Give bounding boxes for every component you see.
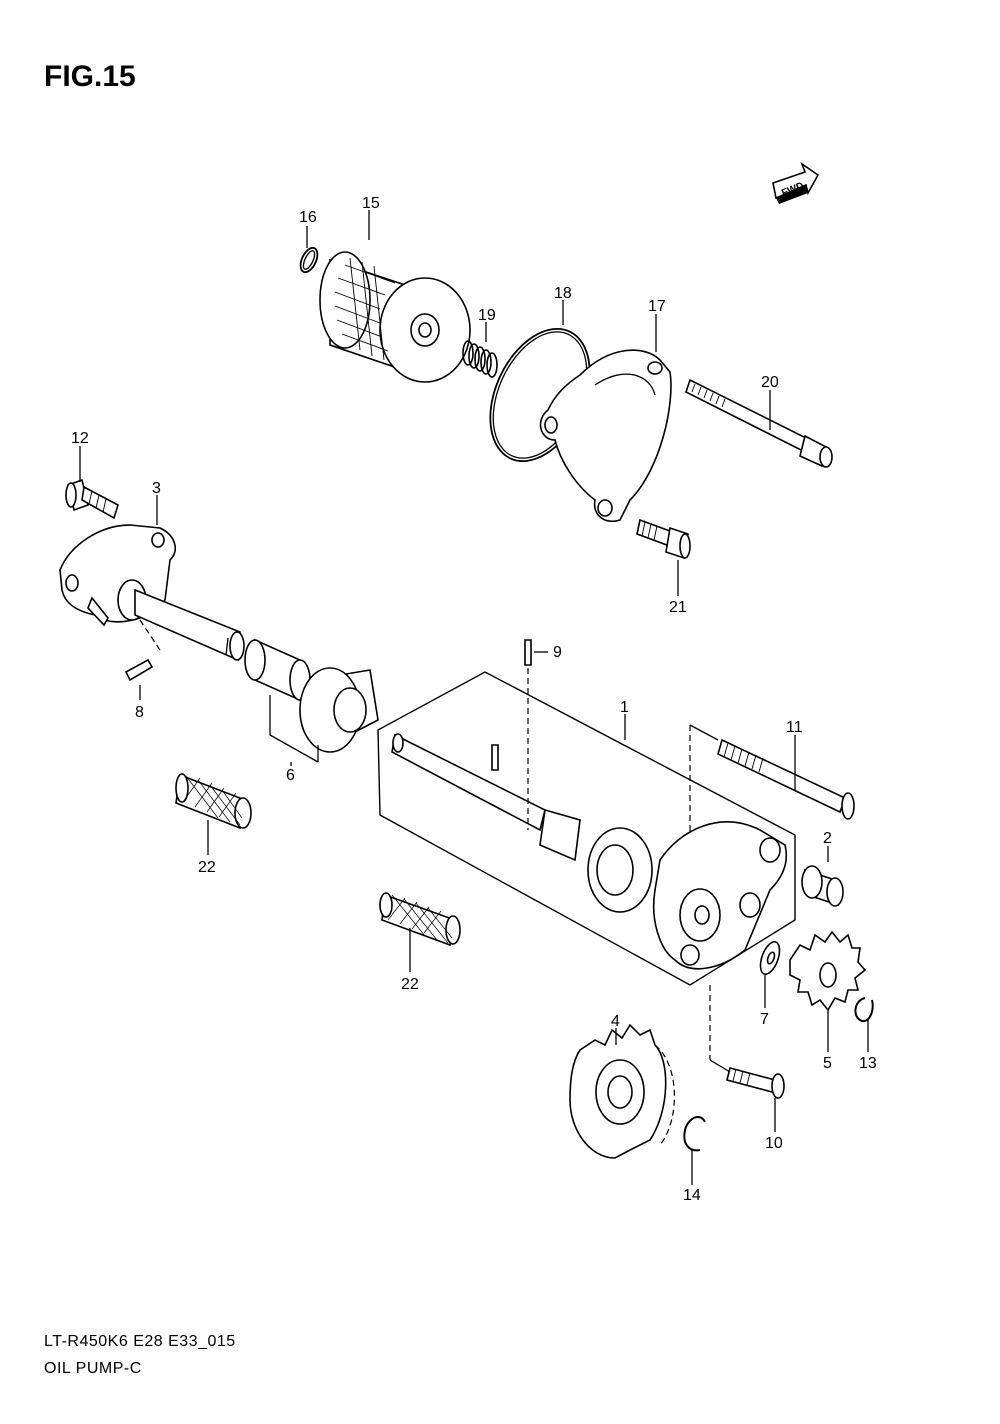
callout-6: 6 [286, 767, 295, 784]
part-7-washer [759, 940, 781, 976]
part-13-circlip [854, 997, 874, 1023]
callout-11: 11 [786, 719, 803, 736]
part-9-pin [524, 639, 548, 830]
callout-20: 20 [761, 374, 779, 391]
part-8-pin [124, 619, 161, 700]
callout-15: 15 [362, 195, 380, 212]
callout-2: 2 [823, 830, 832, 847]
part-4-drive-gear [569, 1023, 676, 1159]
callout-8: 8 [135, 704, 144, 721]
callout-12: 12 [71, 430, 89, 447]
callout-9: 9 [553, 644, 562, 661]
part-3-pump-cover [59, 524, 245, 662]
callout-10: 10 [765, 1135, 783, 1152]
callout-18: 18 [554, 285, 572, 302]
callout-4: 4 [611, 1013, 620, 1030]
callout-7: 7 [760, 1011, 769, 1028]
callout-5: 5 [823, 1055, 832, 1072]
callout-14: 14 [683, 1187, 701, 1204]
callout-22-upper: 22 [198, 859, 216, 876]
callout-13: 13 [859, 1055, 877, 1072]
part-14-circlip [683, 1115, 706, 1152]
part-2-bushing [801, 865, 844, 907]
part-5-gear [789, 930, 867, 1012]
part-6-rotor-set [244, 638, 379, 763]
figure-title: FIG.15 [44, 60, 136, 93]
callout-21: 21 [669, 599, 687, 616]
part-20-bolt [685, 378, 833, 468]
callout-numbers: 15 16 18 19 17 20 12 3 21 9 8 1 11 6 2 2… [71, 195, 877, 1204]
leader-lines [79, 210, 869, 1185]
part-1-pump-body [377, 671, 796, 986]
forward-arrow-icon: FWD [772, 161, 820, 204]
part-11-screw [689, 724, 855, 835]
part-22-dowel-a [175, 773, 252, 830]
callout-3: 3 [152, 480, 161, 497]
callout-19: 19 [478, 307, 496, 324]
callout-22-lower: 22 [401, 976, 419, 993]
figure-name: OIL PUMP-C [44, 1360, 142, 1377]
part-16-o-ring [299, 246, 319, 274]
callout-1: 1 [620, 699, 629, 716]
part-19-spring [462, 340, 498, 378]
part-10-screw [709, 985, 785, 1099]
figure-code: LT-R450K6 E28 E33_015 [44, 1333, 236, 1350]
part-17-filter-cap [539, 349, 672, 522]
callout-16: 16 [299, 209, 317, 226]
part-15-oil-filter [319, 251, 471, 383]
callout-17: 17 [648, 298, 666, 315]
part-22-dowel-b [379, 892, 461, 947]
part-12-bolt [65, 478, 119, 520]
part-21-screw [636, 518, 691, 560]
